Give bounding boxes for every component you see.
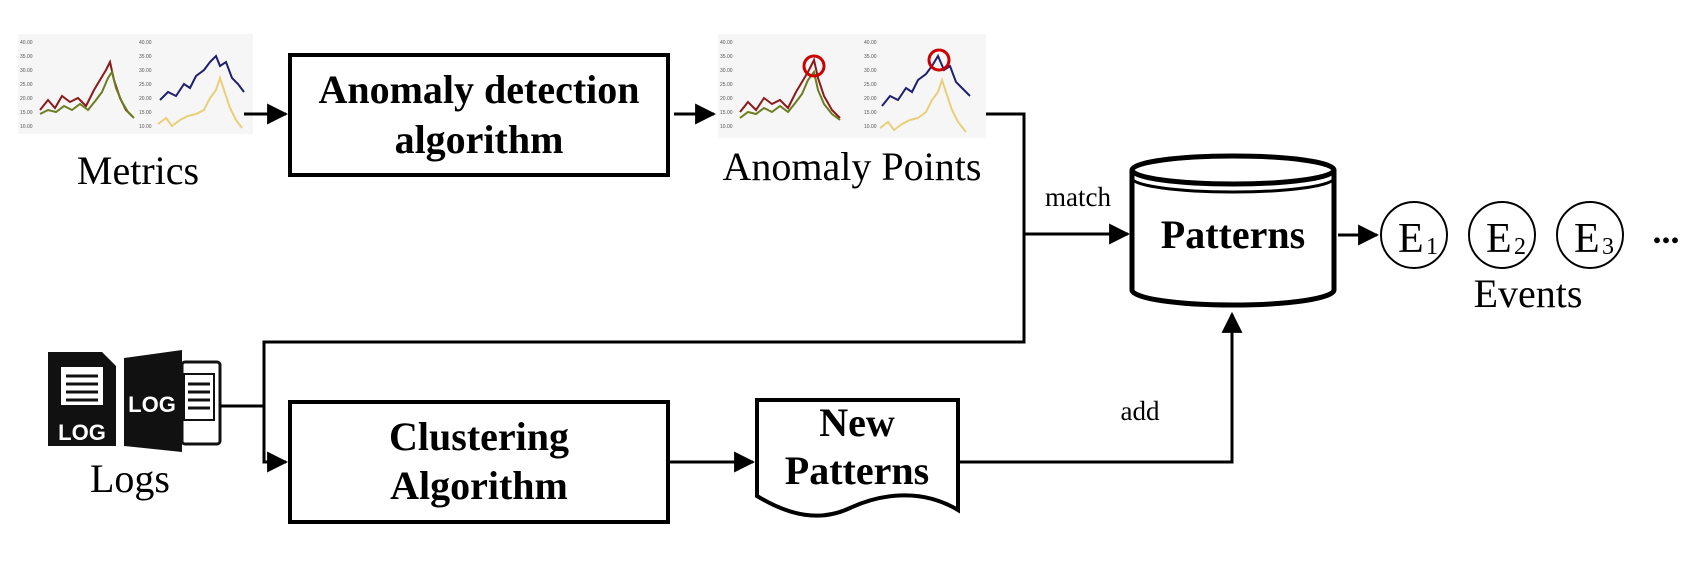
patterns-label: Patterns: [1161, 212, 1305, 257]
mini-chart-tick: 30.00: [720, 68, 733, 74]
metrics-series-olive: [39, 69, 135, 119]
mini-chart-tick: 35.00: [20, 54, 33, 60]
mini-chart-tick: 15.00: [720, 110, 733, 116]
metrics-series-gold: [157, 74, 243, 129]
new-patterns-document: New Patterns: [755, 398, 960, 518]
anomaly-detection-label-line2: algorithm: [395, 117, 564, 162]
mini-chart-tick: 40.00: [720, 40, 733, 46]
anomaly-chart-left: 40.00 35.00 30.00 25.00 20.00 15.00 10.00: [720, 40, 733, 130]
mini-chart-tick: 30.00: [864, 68, 877, 74]
log-icon-label-1: LOG: [58, 420, 106, 445]
log-file-icon: LOG: [48, 352, 116, 446]
mini-chart-tick: 10.00: [864, 124, 877, 130]
event-e1: E 1: [1380, 201, 1448, 269]
anomaly-points-charts: 40.00 35.00 30.00 25.00 20.00 15.00 10.00 40.0…: [718, 34, 986, 138]
event-e1-letter: E: [1398, 216, 1424, 262]
mini-chart-tick: 10.00: [139, 124, 152, 130]
mini-chart-tick: 20.00: [20, 96, 33, 102]
anomaly-series-olive: [739, 69, 841, 121]
anomaly-highlight-right: [927, 48, 951, 72]
anomaly-detection-box: Anomaly detection algorithm: [288, 53, 670, 177]
patterns-database: Patterns: [1129, 153, 1337, 308]
metrics-caption: Metrics: [77, 148, 199, 193]
edge-label-match: match: [1045, 182, 1111, 212]
edge-label-add: add: [1121, 396, 1160, 426]
log-icon-label-2: LOG: [128, 392, 176, 417]
mini-chart-tick: 25.00: [20, 82, 33, 88]
mini-chart-tick: 35.00: [720, 54, 733, 60]
mini-chart-tick: 35.00: [864, 54, 877, 60]
anomaly-series-navy: [881, 53, 971, 107]
mini-chart-tick: 15.00: [864, 110, 877, 116]
metrics-chart-left: 40.00 35.00 30.00 25.00 20.00 15.00 10.00: [20, 40, 33, 130]
mini-chart-tick: 10.00: [20, 124, 33, 130]
metrics-series-navy: [159, 54, 245, 101]
mini-chart-tick: 35.00: [139, 54, 152, 60]
logs-caption: Logs: [90, 456, 170, 501]
mini-chart-tick: 25.00: [864, 82, 877, 88]
clustering-label-line2: Algorithm: [390, 463, 568, 508]
anomaly-chart-right: 40.00 35.00 30.00 25.00 20.00 15.00 10.00: [864, 40, 877, 130]
metrics-chart-right: 40.00 35.00 30.00 25.00 20.00 15.00 10.00: [139, 40, 152, 130]
new-patterns-label-line2: Patterns: [785, 448, 929, 493]
mini-chart-tick: 10.00: [720, 124, 733, 130]
clustering-label-line1: Clustering: [389, 414, 569, 459]
event-e1-sub: 1: [1426, 234, 1438, 260]
anomaly-highlight-left: [802, 54, 826, 78]
mini-chart-tick: 25.00: [139, 82, 152, 88]
edge-anomaly-points-to-junction: [986, 112, 1026, 234]
mini-chart-tick: 20.00: [864, 96, 877, 102]
event-e2: E 2: [1468, 201, 1536, 269]
anomaly-points-caption: Anomaly Points: [723, 144, 982, 189]
anomaly-series-gold: [879, 76, 967, 133]
clustering-box: Clustering Algorithm: [288, 400, 670, 524]
event-e2-letter: E: [1486, 216, 1512, 262]
mini-chart-tick: 30.00: [20, 68, 33, 74]
metrics-charts: 40.00 35.00 30.00 25.00 20.00 15.00 10.00 40.0…: [18, 34, 253, 134]
log-file-icon-open: LOG: [124, 350, 222, 452]
mini-chart-tick: 20.00: [720, 96, 733, 102]
event-e3: E 3: [1556, 201, 1624, 269]
event-e2-sub: 2: [1514, 234, 1526, 260]
mini-chart-tick: 40.00: [139, 40, 152, 46]
mini-chart-tick: 15.00: [20, 110, 33, 116]
edge-new-patterns-to-patterns: [958, 311, 1243, 464]
new-patterns-label-line1: New: [819, 400, 895, 445]
events-ellipsis: ...: [1653, 211, 1680, 251]
mini-chart-tick: 40.00: [864, 40, 877, 46]
event-e3-sub: 3: [1602, 234, 1614, 260]
event-e3-letter: E: [1574, 216, 1600, 262]
edge-logs-to-clustering: [220, 404, 289, 473]
anomaly-series-red: [739, 57, 841, 119]
mini-chart-tick: 15.00: [139, 110, 152, 116]
edge-logs-to-junction: [262, 234, 1026, 406]
mini-chart-tick: 30.00: [139, 68, 152, 74]
edges: [220, 103, 1380, 473]
mini-chart-tick: 40.00: [20, 40, 33, 46]
anomaly-detection-label-line1: Anomaly detection: [318, 67, 639, 112]
events-caption: Events: [1474, 271, 1583, 316]
mini-chart-tick: 20.00: [139, 96, 152, 102]
mini-chart-tick: 25.00: [720, 82, 733, 88]
